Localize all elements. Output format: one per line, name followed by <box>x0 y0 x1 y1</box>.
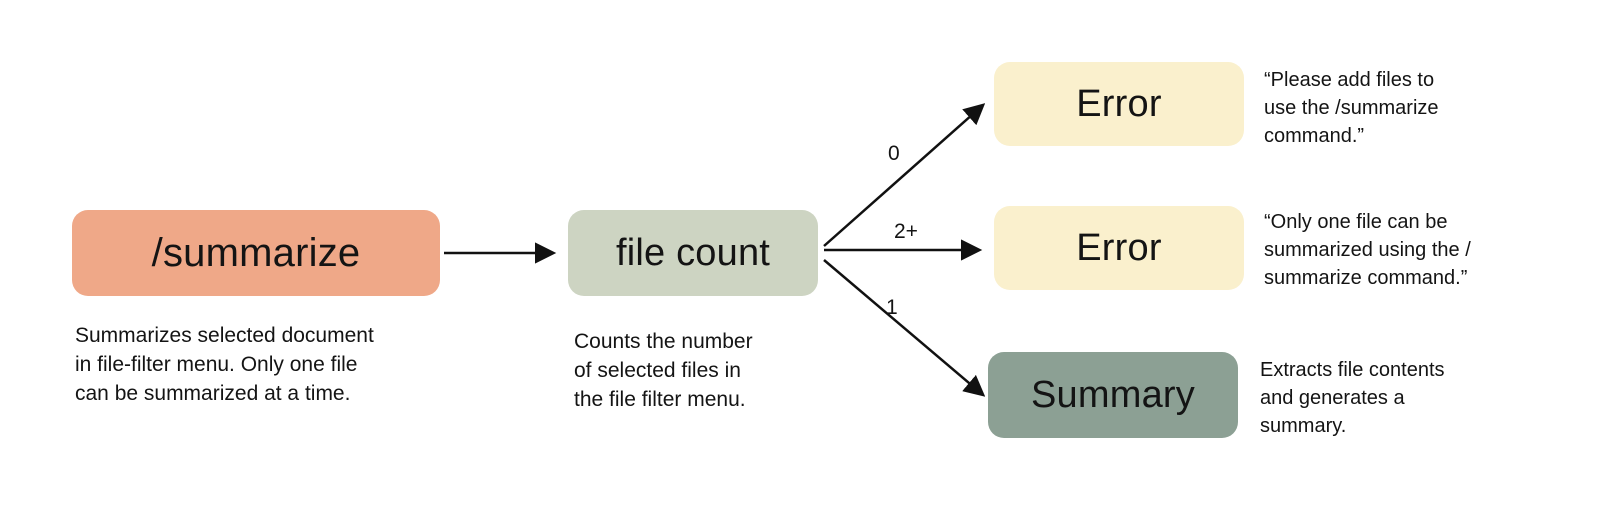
node-summarize: /summarize <box>72 210 440 296</box>
error-no-files-annotation: “Please add files to use the /summarize … <box>1264 69 1439 147</box>
node-file-count-label: file count <box>615 231 771 274</box>
edge-label-one: 1 <box>886 296 898 319</box>
edge-filecount-to-summary <box>823 259 986 397</box>
edge-label-zero: 0 <box>888 142 900 165</box>
node-summary-label: Summary <box>1031 373 1195 416</box>
node-file-count: file count <box>568 210 818 296</box>
node-summary: Summary <box>988 352 1238 438</box>
edge-label-two-plus: 2+ <box>894 220 918 243</box>
node-error-multiple-files: Error <box>994 206 1244 290</box>
node-summarize-label: /summarize <box>151 230 361 275</box>
node-error-no-files: Error <box>994 62 1244 146</box>
summary-annotation: Extracts file contents and generates a s… <box>1260 359 1445 437</box>
summarize-description: Summarizes selected document in file-fil… <box>75 324 374 405</box>
file-count-description: Counts the number of selected files in t… <box>574 330 753 411</box>
node-error-multiple-files-label: Error <box>1076 226 1162 269</box>
error-multiple-files-annotation: “Only one file can be summarized using t… <box>1264 211 1471 289</box>
node-error-no-files-label: Error <box>1076 82 1162 125</box>
